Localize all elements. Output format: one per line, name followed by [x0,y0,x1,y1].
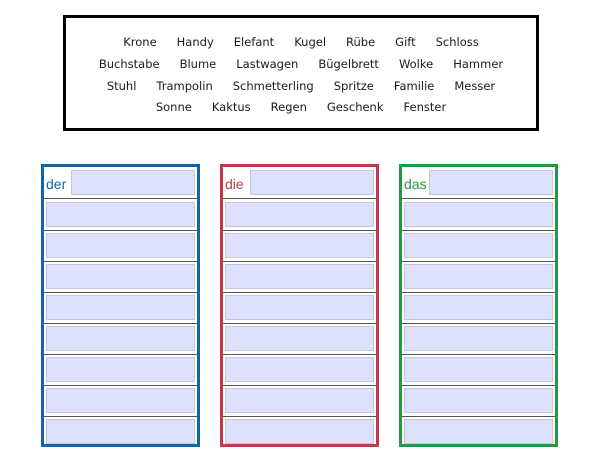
word-item[interactable]: Sonne [155,100,192,114]
answer-row [402,416,555,447]
word-item[interactable]: Messer [454,79,496,93]
word-bank-row-1: Krone Handy Elefant Kugel Rübe Gift Schl… [66,35,536,49]
answer-row [223,230,376,262]
answer-slot[interactable] [225,326,374,351]
article-label-die: die [225,176,244,192]
answer-row [223,385,376,417]
word-item[interactable]: Krone [123,35,157,49]
word-bank-row-2: Buchstabe Blume Lastwagen Bügelbrett Wol… [66,57,536,71]
answer-slot[interactable] [46,419,195,444]
word-item[interactable]: Blume [179,57,217,71]
answer-row [44,261,197,293]
word-item[interactable]: Rübe [346,35,376,49]
answer-row [223,292,376,324]
answer-row [402,292,555,324]
word-item[interactable]: Fenster [403,100,447,114]
column-der: der [41,164,200,447]
word-item[interactable]: Schmetterling [232,79,314,93]
word-item[interactable]: Handy [176,35,214,49]
article-label-der: der [46,176,67,192]
answer-slot[interactable] [46,233,195,258]
answer-row [44,230,197,262]
word-bank: Krone Handy Elefant Kugel Rübe Gift Schl… [63,15,539,131]
answer-slot[interactable] [225,388,374,413]
answer-slot[interactable] [429,170,553,195]
column-die: die [220,164,379,447]
answer-slot[interactable] [225,357,374,382]
word-item[interactable]: Schloss [435,35,479,49]
answer-row [223,261,376,293]
answer-slot[interactable] [404,326,553,351]
word-bank-row-3: Stuhl Trampolin Schmetterling Spritze Fa… [66,79,536,93]
word-item[interactable]: Lastwagen [236,57,299,71]
answer-slot[interactable] [46,264,195,289]
column-header: das [402,167,555,199]
word-item[interactable]: Buchstabe [98,57,160,71]
word-item[interactable]: Bügelbrett [318,57,379,71]
answer-row [44,416,197,447]
answer-row [223,354,376,386]
answer-row [402,230,555,262]
article-label-das: das [404,176,427,192]
answer-slot[interactable] [404,419,553,444]
answer-slot[interactable] [71,170,195,195]
answer-slot[interactable] [404,264,553,289]
word-item[interactable]: Trampolin [156,79,213,93]
answer-slot[interactable] [404,357,553,382]
answer-row [44,354,197,386]
answer-slot[interactable] [46,295,195,320]
word-item[interactable]: Spritze [333,79,374,93]
answer-slot[interactable] [404,233,553,258]
word-item[interactable]: Gift [395,35,416,49]
word-item[interactable]: Kaktus [211,100,251,114]
answer-row [402,323,555,355]
column-das: das [399,164,558,447]
answer-row [223,323,376,355]
answer-slot[interactable] [225,202,374,227]
answer-slot[interactable] [225,295,374,320]
answer-row [223,416,376,447]
word-item[interactable]: Geschenk [326,100,384,114]
word-item[interactable]: Kugel [294,35,327,49]
answer-row [44,385,197,417]
answer-row [44,292,197,324]
answer-row [44,199,197,231]
answer-row [402,385,555,417]
answer-slot[interactable] [46,357,195,382]
answer-slot[interactable] [225,264,374,289]
answer-slot[interactable] [404,202,553,227]
word-item[interactable]: Familie [393,79,435,93]
answer-slot[interactable] [46,326,195,351]
answer-slot[interactable] [250,170,374,195]
answer-row [402,261,555,293]
answer-row [402,354,555,386]
word-item[interactable]: Regen [270,100,307,114]
word-item[interactable]: Stuhl [106,79,137,93]
answer-slot[interactable] [46,202,195,227]
word-item[interactable]: Hammer [453,57,504,71]
answer-slot[interactable] [225,233,374,258]
answer-row [402,199,555,231]
answer-row [223,199,376,231]
column-header: die [223,167,376,199]
word-item[interactable]: Wolke [398,57,434,71]
column-header: der [44,167,197,199]
word-item[interactable]: Elefant [233,35,275,49]
answer-slot[interactable] [46,388,195,413]
word-bank-row-4: Sonne Kaktus Regen Geschenk Fenster [66,100,536,114]
answer-slot[interactable] [225,419,374,444]
answer-slot[interactable] [404,388,553,413]
answer-slot[interactable] [404,295,553,320]
answer-row [44,323,197,355]
